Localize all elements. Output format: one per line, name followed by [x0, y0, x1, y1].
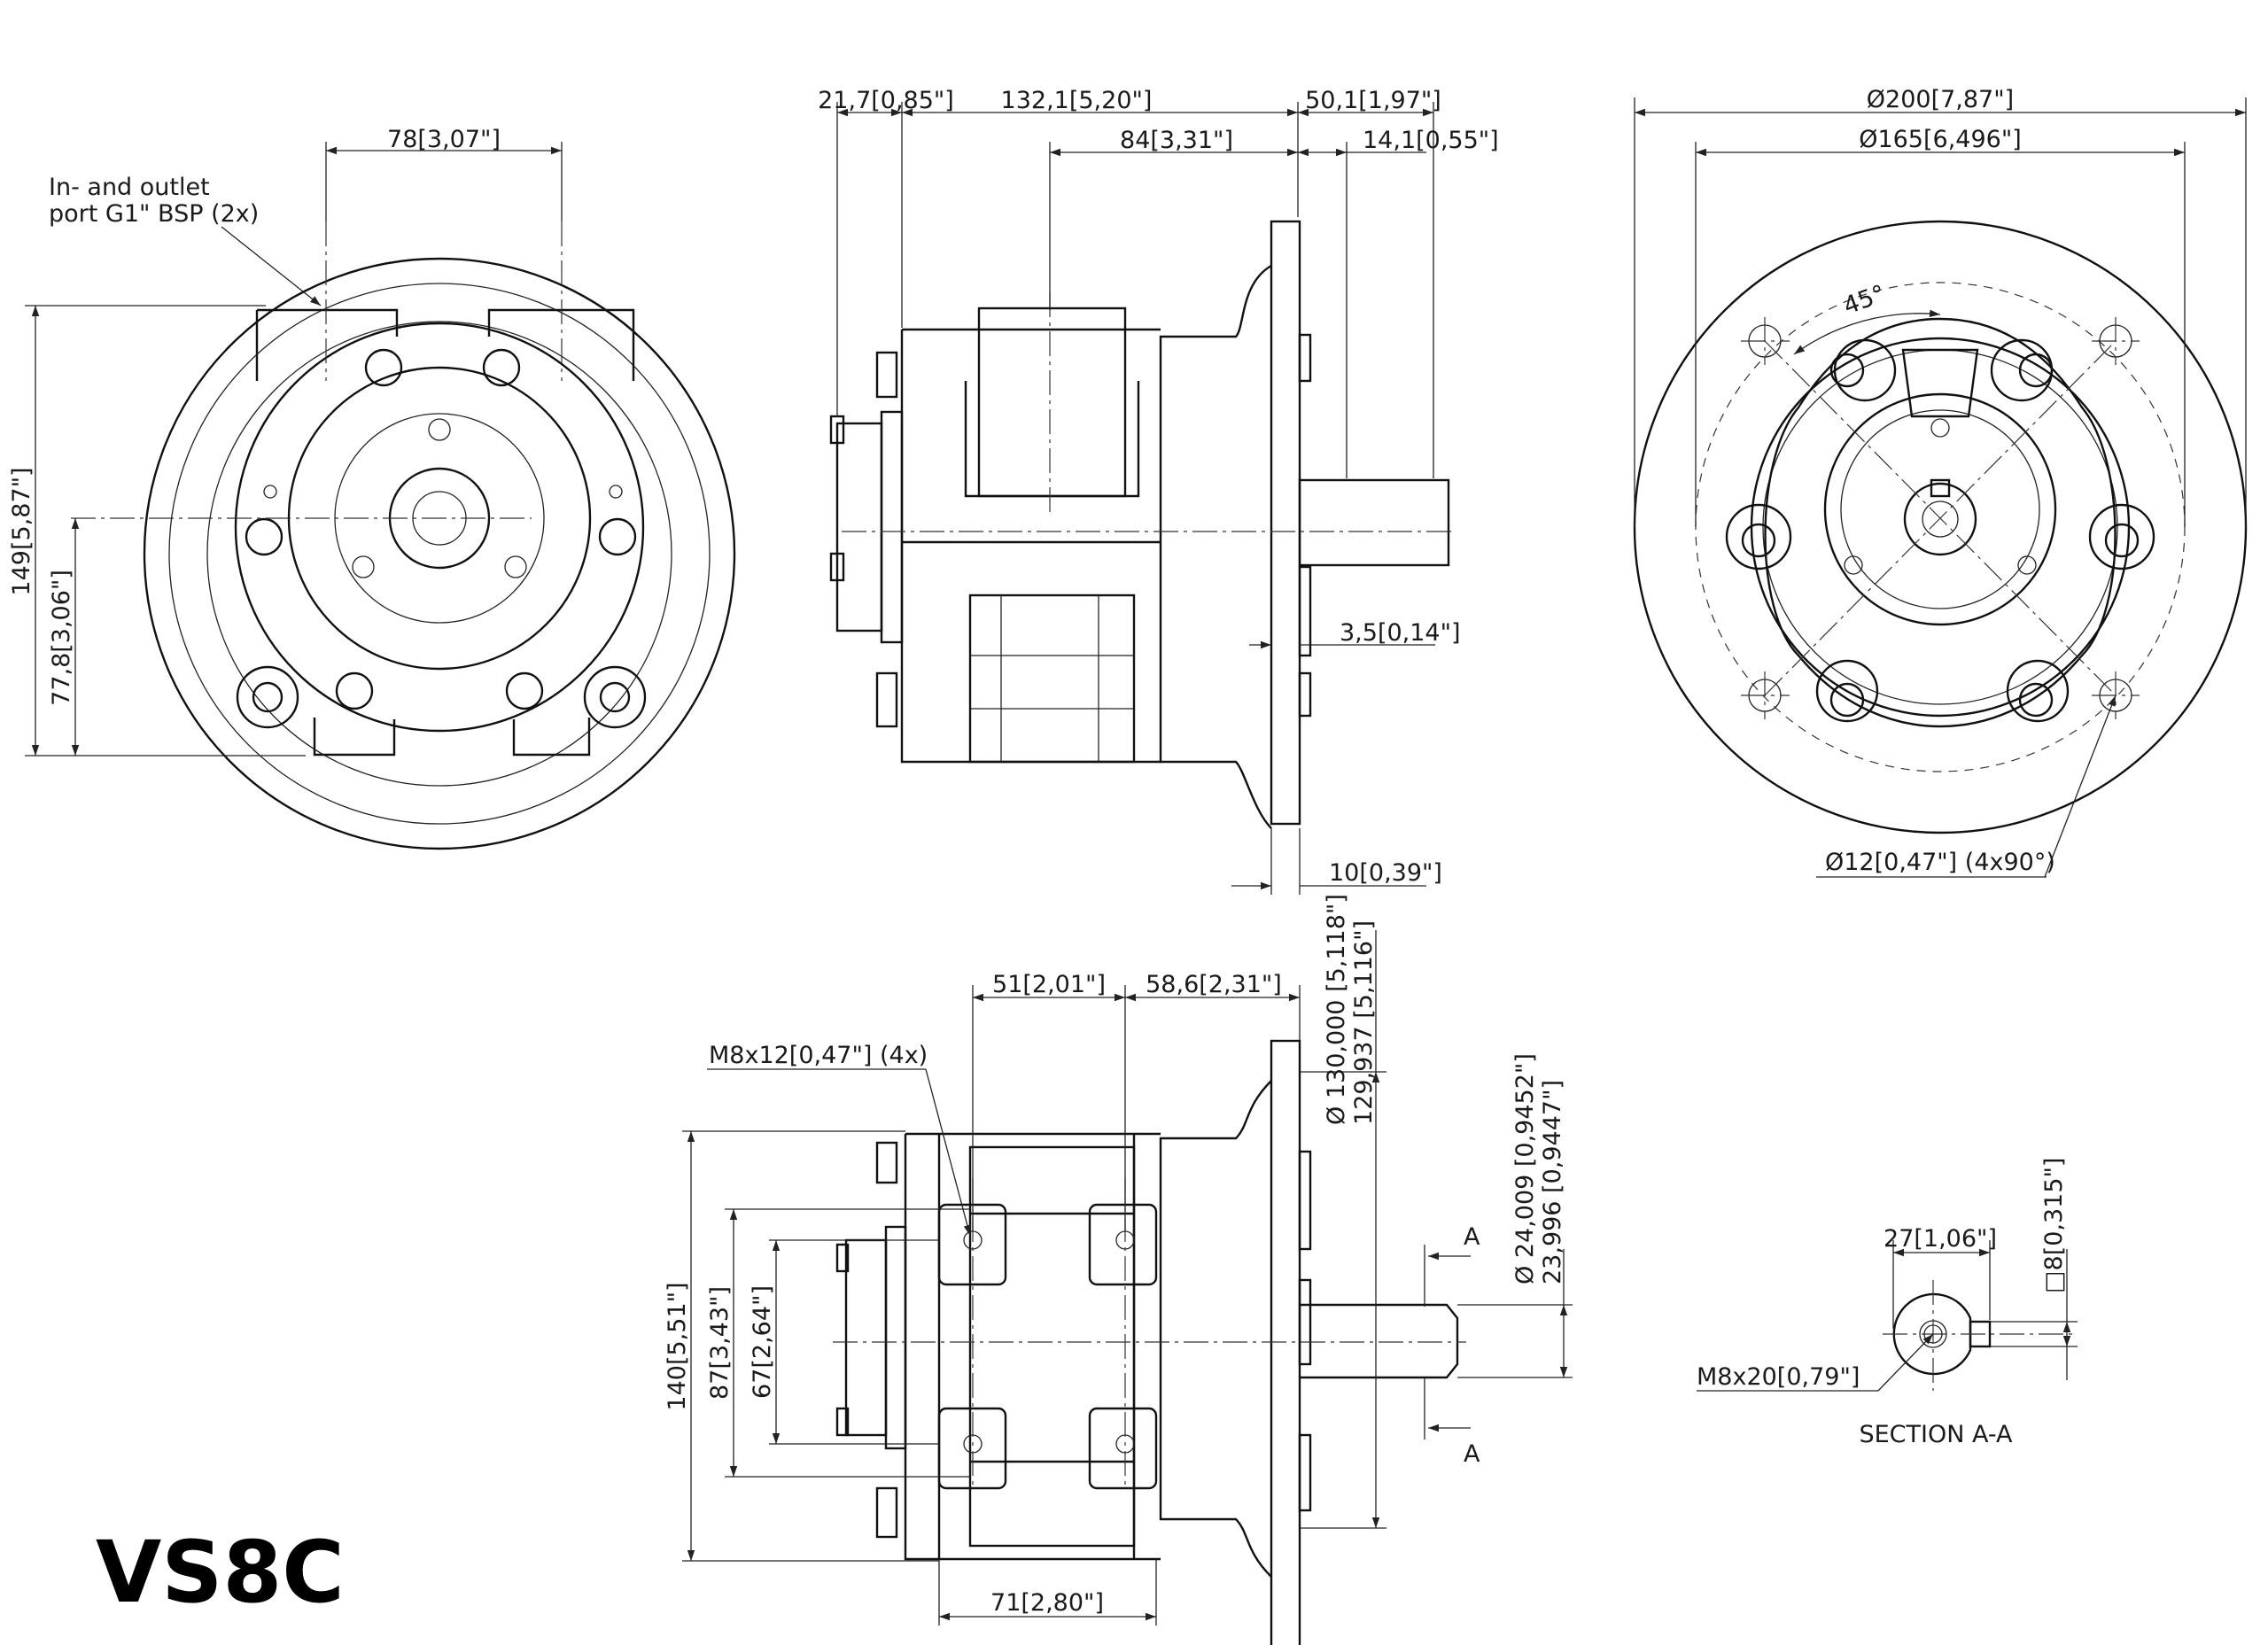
- dim-bottom-71: 71[2,80"]: [990, 1589, 1104, 1617]
- dim-side-141: 14,1[0,55"]: [1363, 127, 1499, 154]
- dim-bottom-140: 140[5,51"]: [664, 1282, 691, 1410]
- cut-label-a-top: A: [1464, 1223, 1480, 1251]
- dim-pilot-max: Ø 130,000 [5,118"]: [1323, 894, 1350, 1125]
- dim-front-778: 77,8[3,06"]: [48, 570, 75, 706]
- model-label: VS8C: [96, 1523, 345, 1622]
- dim-side-35: 3,5[0,14"]: [1340, 619, 1461, 647]
- dim-bottom-51: 51[2,01"]: [992, 971, 1106, 998]
- cut-label-a-bottom: A: [1464, 1440, 1480, 1468]
- dim-section-key: □8[0,315"]: [2040, 1158, 2068, 1293]
- dim-side-1321: 132,1[5,20"]: [1001, 87, 1153, 114]
- bottom-view: 51[2,01"] 58,6[2,31"] M8x12[0,47"] (4x) …: [664, 894, 1573, 1645]
- flange-holes-note: Ø12[0,47"] (4x90°): [1825, 849, 2055, 876]
- dim-side-10: 10[0,39"]: [1329, 859, 1442, 887]
- angle-45: 45°: [1840, 280, 1890, 320]
- dim-rear-d200: Ø200[7,87"]: [1867, 86, 2014, 113]
- dim-rear-d165: Ø165[6,496"]: [1859, 126, 2022, 153]
- dim-shaft-min: 23,996 [0,9447"]: [1539, 1080, 1566, 1284]
- dim-bottom-87: 87[3,43"]: [706, 1286, 734, 1400]
- dim-pilot-min: 129,937 [5,116"]: [1350, 920, 1378, 1125]
- side-view: 21,7[0,85"] 132,1[5,20"] 50,1[1,97"] 84[…: [818, 87, 1499, 895]
- dim-front-78: 78[3,07"]: [387, 126, 501, 153]
- rear-view: Ø200[7,87"] Ø165[6,496"] 45° Ø12[0,47"] …: [1633, 86, 2248, 878]
- section-title: SECTION A-A: [1859, 1421, 2013, 1448]
- port-note-line2: port G1" BSP (2x): [49, 200, 259, 228]
- tapped-holes-note: M8x12[0,47"] (4x): [709, 1042, 928, 1069]
- dim-side-217: 21,7[0,85"]: [818, 87, 954, 114]
- front-view: 78[3,07"] 149[5,87"] 77,8[3,06"] In- and…: [8, 126, 736, 850]
- shaft-thread-note: M8x20[0,79"]: [1697, 1363, 1860, 1391]
- dim-section-27: 27[1,06"]: [1884, 1225, 1997, 1253]
- dim-side-84: 84[3,31"]: [1120, 127, 1233, 154]
- dim-bottom-67: 67[2,64"]: [749, 1285, 776, 1399]
- section-a-a: 27[1,06"] □8[0,315"] M8x20[0,79"] SECTIO…: [1697, 1158, 2078, 1448]
- dim-side-501: 50,1[1,97"]: [1305, 87, 1441, 114]
- dim-shaft-max: Ø 24,009 [0,9452"]: [1511, 1053, 1539, 1284]
- dim-bottom-586: 58,6[2,31"]: [1146, 971, 1282, 998]
- dim-front-149: 149[5,87"]: [8, 467, 35, 595]
- port-note-line1: In- and outlet: [49, 174, 210, 201]
